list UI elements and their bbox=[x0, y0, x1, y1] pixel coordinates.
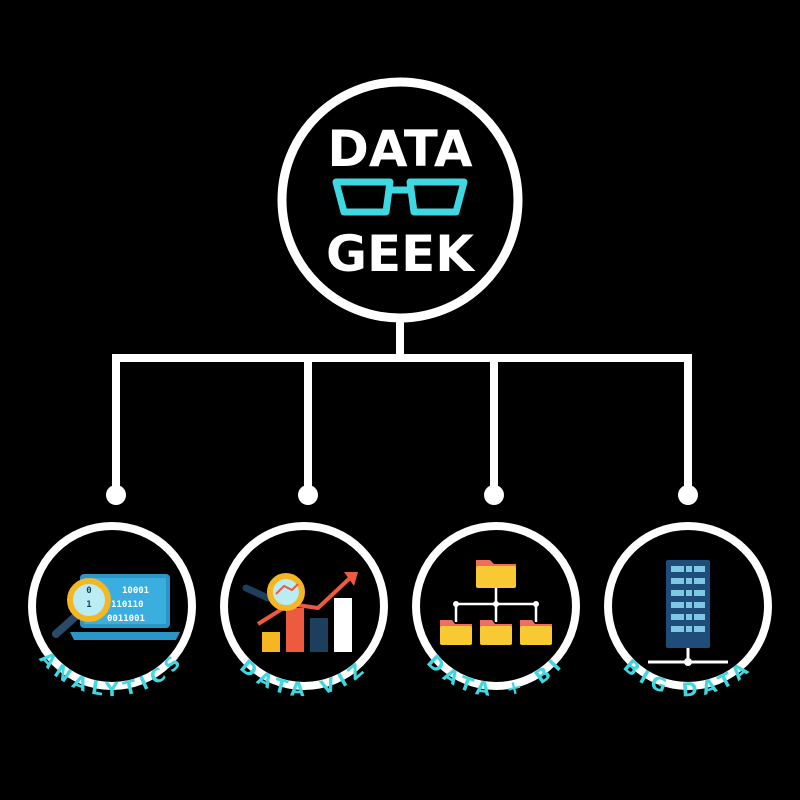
binary-row: 10001 bbox=[122, 586, 149, 596]
central-circle bbox=[277, 77, 523, 323]
binary-row: 0011001 bbox=[107, 614, 145, 624]
node-dataviz: DATA VIZ bbox=[220, 522, 388, 701]
node-databi: DATA + BI bbox=[412, 522, 580, 702]
bar-chart-trend-icon bbox=[242, 572, 358, 652]
glasses-icon bbox=[332, 178, 468, 216]
binary-row: 110110 bbox=[111, 600, 144, 610]
node-analytics: 10001 110110 0011001 0 1 ANALYTICS bbox=[28, 522, 196, 701]
node-bigdata: BIG DATA bbox=[604, 522, 772, 701]
server-rack-icon bbox=[648, 560, 728, 666]
binary-digit: 1 bbox=[86, 600, 91, 610]
connector-dot bbox=[484, 485, 504, 505]
connector-lines bbox=[112, 316, 692, 496]
binary-digit: 0 bbox=[86, 586, 91, 596]
connector-dots bbox=[106, 485, 698, 505]
central-node: DATA GEEK bbox=[277, 77, 523, 323]
connector-dot bbox=[678, 485, 698, 505]
title-line-1: DATA bbox=[327, 120, 473, 178]
analytics-laptop-icon: 10001 110110 0011001 0 1 bbox=[52, 574, 180, 640]
title-line-2: GEEK bbox=[326, 225, 476, 283]
connector-dot bbox=[106, 485, 126, 505]
connector-dot bbox=[298, 485, 318, 505]
folder-hierarchy-icon bbox=[440, 560, 552, 645]
